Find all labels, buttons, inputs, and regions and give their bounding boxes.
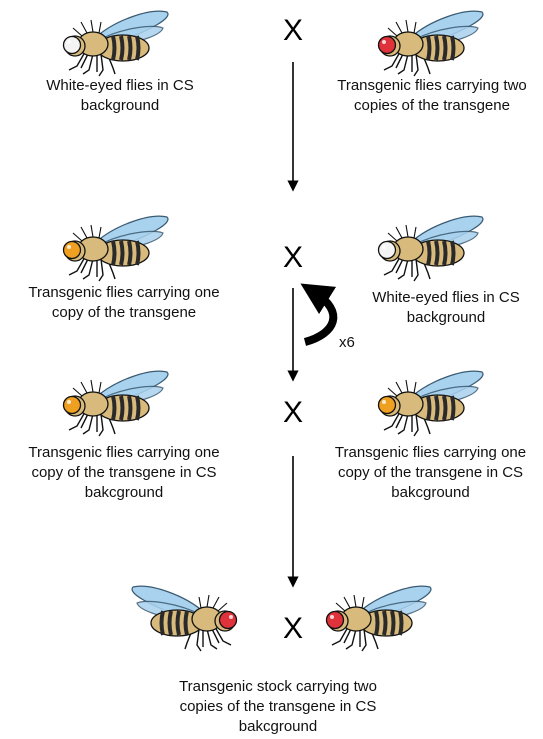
label-transgenic-one-copy-cs-left: Transgenic flies carrying one copy of th… [6, 443, 242, 503]
fly-red-eyed-2 [131, 585, 238, 652]
backcross-loop-arrow [300, 283, 338, 346]
fly-red-eyed-1 [377, 10, 484, 77]
cross-symbol-3: X [283, 396, 304, 429]
fly-white-eyed-1 [62, 10, 169, 77]
label-line: Transgenic flies carrying one [334, 444, 527, 461]
label-line: Transgenic flies carrying one [28, 444, 220, 461]
label-line: Transgenic flies carrying two [337, 77, 527, 94]
fly-illustrations [62, 10, 484, 652]
label-line: Transgenic stock carrying two [179, 678, 377, 695]
label-line: copies of the transgene in CS [179, 698, 377, 715]
label-line: copy of the transgene in CS [31, 464, 217, 481]
label-line: copy of the transgene [51, 304, 197, 321]
label-white-eyed-cs-1: White-eyed flies in CS background [20, 76, 220, 116]
fly-white-eyed-2 [377, 215, 484, 282]
fly-orange-eyed-1 [62, 215, 169, 282]
label-line: background [80, 97, 160, 114]
label-transgenic-one-copy: Transgenic flies carrying one copy of th… [6, 283, 242, 323]
fly-red-eyed-3 [325, 585, 432, 652]
label-line: copy of the transgene in CS [337, 464, 524, 481]
label-line: White-eyed flies in CS [46, 77, 194, 94]
label-line: background [406, 309, 486, 326]
cross-symbol-2: X [283, 241, 304, 274]
label-line: bakcground [391, 484, 470, 501]
label-line: copies of the transgene [354, 97, 510, 114]
label-line: bakcground [84, 484, 164, 501]
label-transgenic-stock-two-copies: Transgenic stock carrying two copies of … [150, 677, 406, 737]
repeat-count-label: x6 [339, 334, 355, 351]
cross-symbol-4: X [283, 612, 304, 645]
label-transgenic-two-copies: Transgenic flies carrying two copies of … [321, 76, 543, 116]
cross-symbol-1: X [283, 14, 304, 47]
label-line: Transgenic flies carrying one [28, 284, 220, 301]
fly-orange-eyed-2 [62, 370, 169, 437]
label-white-eyed-cs-2: White-eyed flies in CS background [354, 288, 538, 328]
label-transgenic-one-copy-cs-right: Transgenic flies carrying one copy of th… [318, 443, 543, 503]
label-line: bakcground [238, 718, 318, 735]
fly-orange-eyed-3 [377, 370, 484, 437]
label-line: White-eyed flies in CS [372, 289, 520, 306]
